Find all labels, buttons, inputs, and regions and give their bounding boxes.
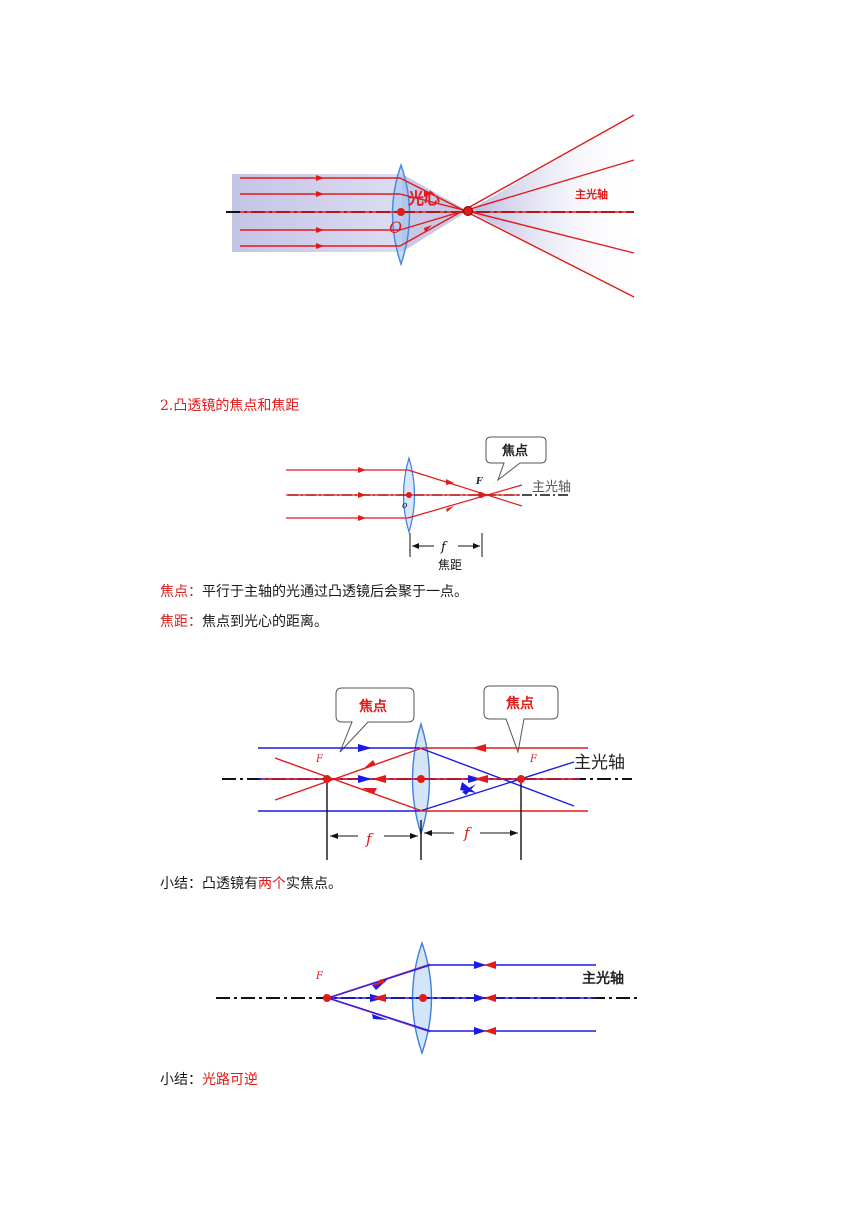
summary-reversible: 小结：光路可逆 bbox=[160, 1071, 258, 1089]
definition-text: 平行于主轴的光通过凸透镜后会聚于一点。 bbox=[202, 584, 468, 600]
ray-arrows bbox=[358, 744, 488, 795]
focal-length-label: 焦距 bbox=[438, 558, 462, 572]
left-focal-callout bbox=[335, 687, 415, 753]
definition-term: 焦点： bbox=[160, 584, 202, 600]
summary-suffix: 实焦点。 bbox=[286, 876, 342, 892]
figure-reversible-light-path: F 主光轴 bbox=[216, 940, 640, 1056]
definition-text: 焦点到光心的距离。 bbox=[202, 614, 328, 630]
focal-point-dot bbox=[478, 492, 484, 498]
light-rays bbox=[240, 114, 635, 298]
right-focal-dot bbox=[517, 775, 525, 783]
right-F-label: F bbox=[529, 754, 538, 765]
focal-length-f-label: f bbox=[440, 540, 448, 555]
left-f-label: f bbox=[365, 830, 374, 848]
section-heading: 2.凸透镜的焦点和焦距 bbox=[160, 398, 300, 414]
definition-term: 焦距： bbox=[160, 614, 202, 630]
definition-focal-point: 焦点：平行于主轴的光通过凸透镜后会聚于一点。 bbox=[160, 583, 468, 601]
optical-center-o-label: O bbox=[389, 218, 402, 237]
principal-axis-label: 主光轴 bbox=[582, 970, 624, 987]
focal-F-label: F bbox=[475, 477, 483, 487]
left-focal-dot bbox=[323, 775, 331, 783]
left-callout-text: 焦点 bbox=[358, 698, 387, 715]
focal-dot bbox=[323, 994, 331, 1002]
summary-highlight: 两个 bbox=[258, 876, 286, 892]
principal-axis-label: 主光轴 bbox=[574, 753, 625, 773]
figure-two-focal-points: 焦点 焦点 F F 主光轴 bbox=[222, 685, 632, 860]
figure-convex-lens-convergence: 光心 O 主光轴 bbox=[226, 112, 640, 300]
focal-point-callout bbox=[485, 436, 547, 482]
optical-center-dot bbox=[397, 208, 405, 216]
right-callout-text: 焦点 bbox=[505, 695, 534, 712]
right-focal-callout bbox=[483, 685, 559, 754]
principal-axis-label: 主光轴 bbox=[532, 480, 571, 495]
blue-rays bbox=[327, 964, 596, 1032]
optical-center-dot bbox=[406, 492, 412, 498]
optical-center-dot bbox=[417, 775, 425, 783]
summary-prefix: 小结：凸透镜有 bbox=[160, 876, 258, 892]
figure-focal-point: 焦点 F o 主光轴 f 焦距 bbox=[286, 436, 571, 572]
ray-arrows bbox=[370, 961, 496, 1035]
principal-axis-label: 主光轴 bbox=[575, 187, 608, 201]
summary-prefix: 小结： bbox=[160, 1072, 202, 1088]
summary-two-focal-points: 小结：凸透镜有两个实焦点。 bbox=[160, 875, 342, 893]
focal-point-dot bbox=[463, 206, 473, 216]
diverging-cone bbox=[468, 112, 640, 300]
left-F-label: F bbox=[315, 754, 324, 765]
right-f-label: f bbox=[463, 824, 472, 842]
ray-arrows bbox=[316, 175, 432, 249]
optical-center-label: 光心 bbox=[407, 189, 440, 208]
callout-text: 焦点 bbox=[501, 443, 528, 459]
summary-highlight: 光路可逆 bbox=[202, 1072, 258, 1088]
definition-focal-length: 焦距：焦点到光心的距离。 bbox=[160, 613, 328, 631]
optical-center-dot bbox=[419, 994, 427, 1002]
ray-arrows bbox=[358, 467, 454, 521]
focal-F-label: F bbox=[315, 971, 324, 982]
center-o-label: o bbox=[402, 501, 408, 511]
